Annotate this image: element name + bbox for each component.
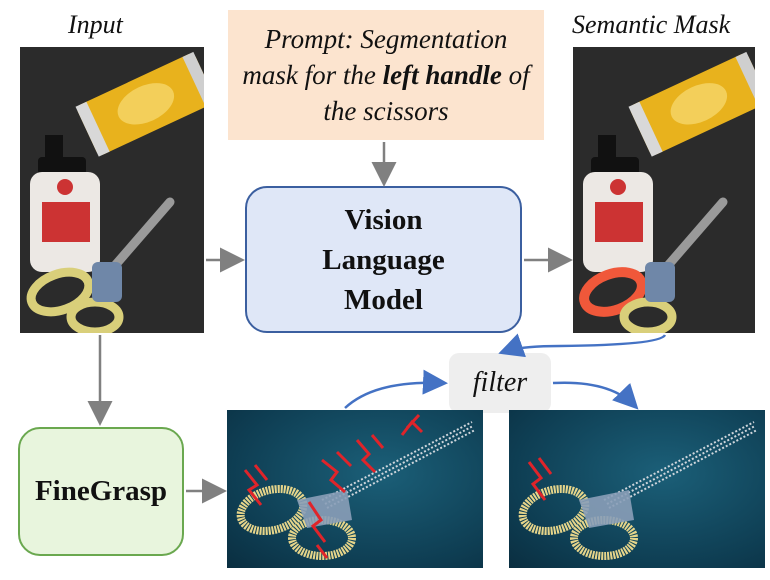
prompt-prefix: Prompt: Segmentation mask for the [242,24,508,90]
input-scene-illustration [20,47,204,333]
vlm-box: Vision Language Model [245,186,522,333]
input-image [20,47,204,333]
vlm-line1: Vision [344,203,423,236]
grasp-candidates-pointcloud [227,410,483,568]
finegrasp-box: FineGrasp [18,427,184,556]
prompt-bold-handle: handle [425,60,502,90]
filter-label: filter [472,367,528,398]
mask-scene-illustration [573,47,755,333]
arrow-mask-to-filter [498,333,667,358]
input-label: Input [68,10,123,39]
prompt-bold-left: left [382,60,419,90]
vlm-line3: Model [344,283,423,316]
scissors-pointcloud-right [518,421,758,560]
semantic-mask-label: Semantic Mask [572,10,731,39]
arrow-filter-to-filtered-cloud [552,381,639,410]
scissors-pointcloud-left [236,413,476,560]
prompt-box: Prompt: Segmentation mask for the left h… [228,10,544,140]
filtered-grasp-pointcloud [509,410,765,568]
semantic-mask-image [573,47,755,333]
prompt-suffix: of the scissors [323,60,530,126]
filter-box: filter [449,353,551,413]
vlm-line2: Language [322,243,445,276]
prompt-text: Prompt: Segmentation mask for the left h… [238,21,534,129]
finegrasp-label: FineGrasp [34,475,168,507]
arrow-cloud-to-filter [344,369,448,409]
